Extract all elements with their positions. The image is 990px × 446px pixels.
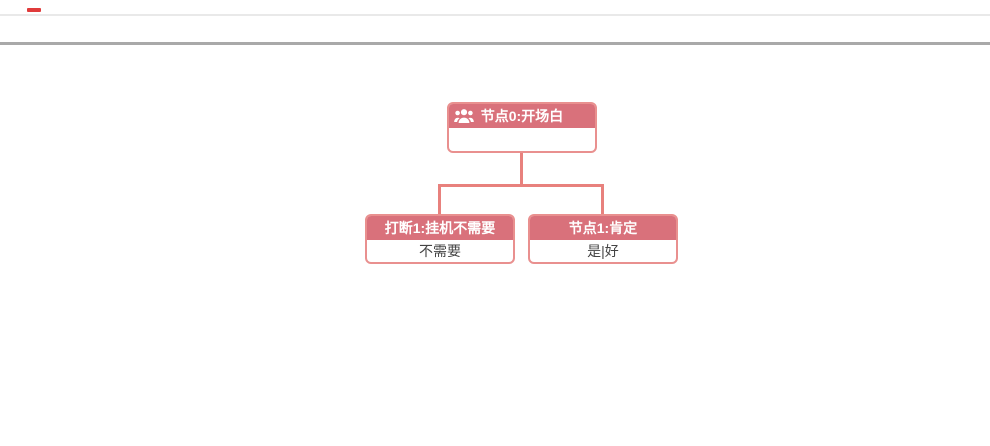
users-icon: [454, 107, 474, 125]
flow-node-title: 节点1:肯定: [568, 220, 638, 236]
flow-node-node1[interactable]: 节点1:肯定 是|好: [528, 214, 678, 264]
flow-node-title: 打断1:挂机不需要: [384, 220, 496, 236]
connector-root-vertical: [520, 152, 523, 186]
flow-node-content[interactable]: 不需要: [419, 243, 461, 259]
flow-node-header[interactable]: 节点1:肯定: [530, 216, 676, 240]
flow-node-content[interactable]: 是|好: [587, 243, 619, 259]
connector-horizontal: [438, 184, 604, 187]
flow-node-root[interactable]: 节点0:开场白: [447, 102, 597, 153]
flow-node-header[interactable]: 节点0:开场白: [449, 104, 595, 128]
top-divider: [0, 14, 990, 16]
flow-node-interrupt1[interactable]: 打断1:挂机不需要 不需要: [365, 214, 515, 264]
red-indicator: [27, 8, 41, 12]
connector-right-vertical: [601, 184, 604, 215]
flow-node-content[interactable]: [449, 128, 595, 151]
flow-node-title: 节点0:开场白: [480, 108, 564, 124]
flow-node-header[interactable]: 打断1:挂机不需要: [367, 216, 513, 240]
connector-left-vertical: [438, 184, 441, 215]
toolbar-divider: [0, 42, 990, 45]
